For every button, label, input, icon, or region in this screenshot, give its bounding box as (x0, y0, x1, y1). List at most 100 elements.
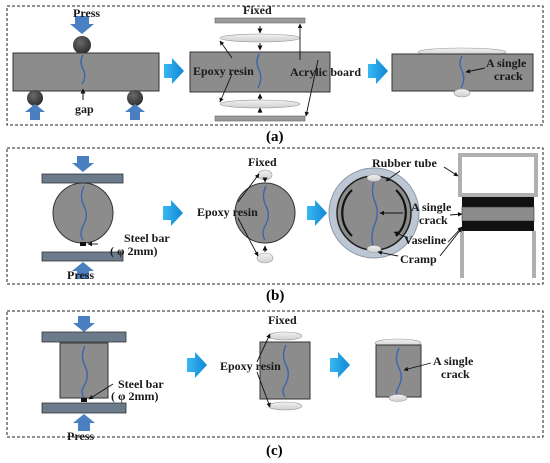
acrylic-board-top (214, 17, 306, 24)
acrylic-board-label: Acrylic board (290, 65, 361, 79)
crack-pointer (449, 212, 463, 217)
cramp-pointer (439, 227, 463, 257)
step-arrow-c1-icon (187, 352, 207, 378)
support-arrow-left-icon (25, 104, 45, 120)
sleeve-wall-left (460, 231, 464, 278)
crack-line (81, 345, 88, 399)
crack-pointer (465, 67, 486, 74)
epoxy-pointer (256, 333, 271, 363)
steel-bar-pointer (88, 383, 114, 400)
sleeve-wall-right (532, 231, 536, 278)
cramp-right (395, 189, 407, 237)
press-arrow-icon (70, 16, 94, 34)
epoxy-resin-label: Epoxy resin (193, 64, 254, 78)
vaseline-pointer (393, 231, 409, 239)
single-crack-label-line2: crack (419, 213, 448, 227)
crack-line (282, 344, 289, 398)
loading-platen-top (41, 331, 127, 343)
cube-specimen (375, 344, 422, 398)
single-crack-label-line1: A single (433, 354, 474, 368)
caption-a: (a) (266, 129, 284, 145)
loading-roller-top (73, 36, 91, 54)
press-arrow-bottom-icon (72, 262, 94, 279)
panel-a-stage-3 (391, 47, 534, 98)
gap-label: gap (75, 102, 94, 116)
disc-specimen (234, 182, 296, 244)
crack-pointer (403, 362, 432, 372)
epoxy-resin-label: Epoxy resin (220, 359, 281, 373)
step-arrow-b2-icon (307, 200, 327, 226)
loading-platen-top (41, 173, 124, 184)
fixed-label: Fixed (243, 3, 272, 17)
step-arrow-a2-icon (368, 58, 388, 84)
rubber-tube-pointer (443, 166, 459, 177)
press-label: Press (67, 429, 94, 443)
fixed-label: Fixed (268, 313, 297, 327)
caption-b: (b) (266, 288, 284, 304)
cramp-band-top (462, 197, 534, 207)
support-roller-right (127, 90, 143, 106)
acrylic-board-bottom (214, 115, 306, 122)
step-arrow-c2-icon (330, 352, 350, 378)
crack-line (80, 185, 87, 241)
single-crack-label-line1: A single (486, 56, 527, 70)
epoxy-cap-bottom (388, 394, 408, 402)
steel-bar-label-line1: Steel bar (124, 231, 170, 245)
panel-b-stage-2 (234, 169, 296, 264)
epoxy-cap-top (366, 174, 382, 182)
cube-specimen (259, 341, 311, 400)
caption-c: (c) (266, 443, 283, 459)
press-label: Press (67, 268, 94, 282)
panel-a-frame (6, 5, 544, 126)
crack-line (80, 54, 86, 85)
cramp-band-bottom (462, 221, 534, 231)
epoxy-pointer (237, 173, 260, 203)
disc-specimen (52, 182, 114, 244)
crack-line (256, 53, 262, 89)
loading-platen-bottom (41, 251, 124, 262)
epoxy-resin-top (219, 33, 301, 43)
panel-b-stage-1 (41, 156, 124, 279)
epoxy-resin-bottom (256, 252, 274, 264)
epoxy-resin-top (267, 331, 303, 341)
press-label: Press (73, 6, 100, 20)
crack-line (395, 347, 402, 397)
steel-bar-label-line2: ( φ 2mm) (110, 244, 157, 258)
steel-bar-label-line2: ( φ 2mm) (111, 389, 158, 403)
epoxy-pointer (219, 73, 233, 103)
vaseline-pointer (447, 226, 463, 243)
panel-c: Steel bar ( φ 2mm) Press Fixed Epoxy res… (6, 310, 544, 459)
press-arrow-icon (72, 156, 94, 172)
rubber-tube-sleeve (458, 153, 538, 197)
vaseline-label: Vaseline (404, 233, 447, 247)
press-arrow-bottom-icon (73, 414, 95, 431)
panel-a: Press gap Fixed Epoxy resin Acrylic boar… (6, 3, 544, 145)
epoxy-cap-bottom (366, 245, 382, 253)
cramp-left (341, 189, 353, 237)
cramp-label: Cramp (400, 252, 437, 266)
crack-line (459, 55, 465, 89)
epoxy-cap-bottom (453, 88, 471, 98)
acrylic-pointer (304, 59, 319, 117)
panel-c-stage-1 (41, 316, 127, 431)
panel-b-side-view (439, 153, 538, 278)
single-crack-label-line1: A single (411, 200, 452, 214)
support-arrow-right-icon (125, 104, 145, 120)
disc-specimen-side (461, 206, 535, 222)
epoxy-resin-label: Epoxy resin (197, 205, 258, 219)
steel-bar (81, 398, 87, 402)
single-crack-label-line2: crack (494, 69, 523, 83)
fixed-label: Fixed (248, 155, 277, 169)
beam-specimen (12, 52, 160, 92)
step-arrow-b1-icon (163, 200, 183, 226)
epoxy-pointer (237, 217, 259, 257)
support-roller-left (27, 90, 43, 106)
panel-b-frame (6, 147, 544, 285)
crack-line (371, 177, 378, 249)
panel-c-frame (6, 310, 544, 438)
epoxy-resin-bottom (267, 401, 303, 411)
steel-bar-label-line1: Steel bar (118, 377, 164, 391)
press-arrow-icon (73, 316, 95, 332)
panel-b: Steel bar ( φ 2mm) Press Fixed Epoxy res… (6, 147, 544, 304)
